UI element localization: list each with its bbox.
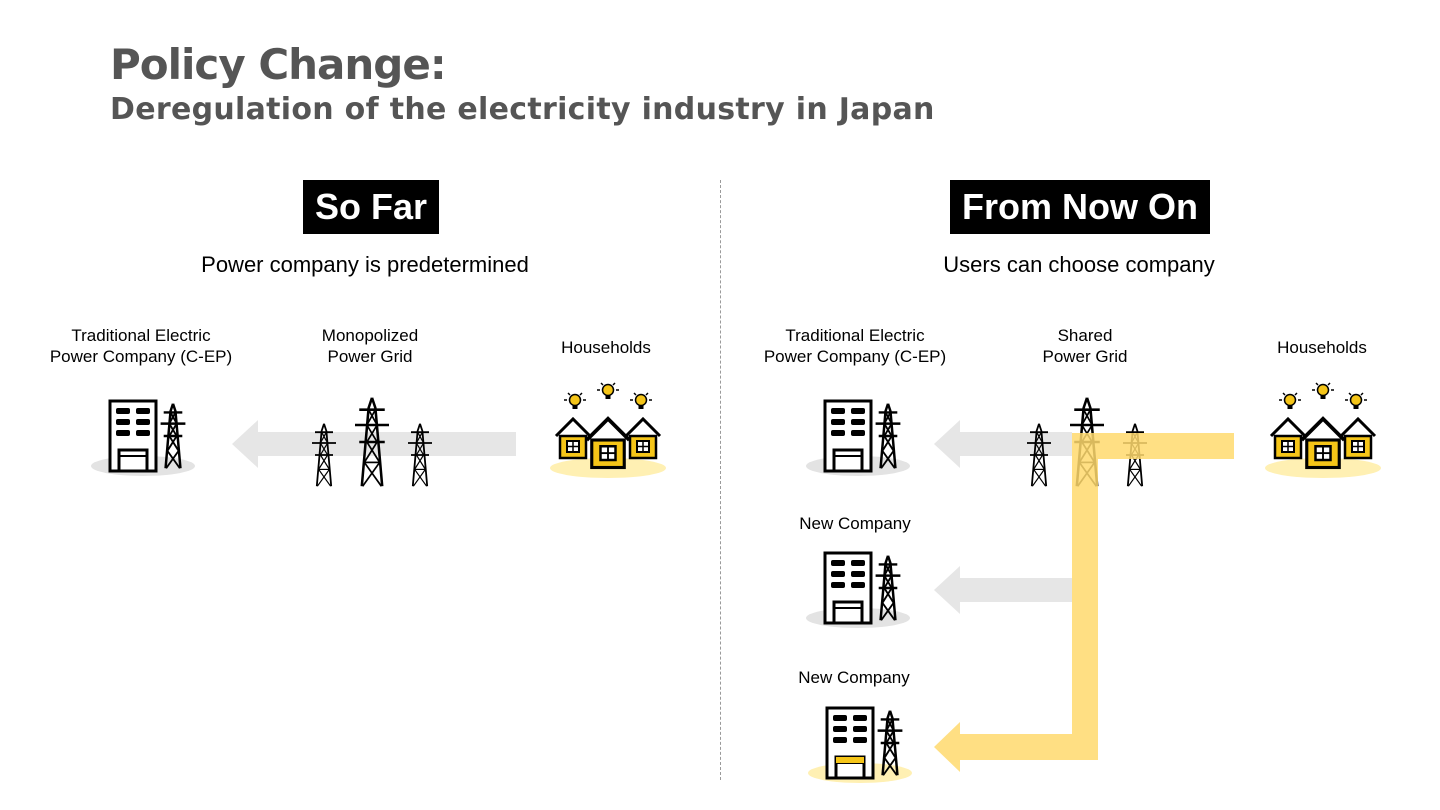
- left-company-label: Traditional Electric Power Company (C-EP…: [49, 326, 233, 366]
- from-now-on-badge: From Now On: [950, 180, 1210, 234]
- so-far-description: Power company is predetermined: [201, 252, 529, 277]
- left-households-icon: [550, 383, 666, 478]
- left-households-label: Households: [561, 338, 651, 357]
- right-company-label: Traditional Electric Power Company (C-EP…: [763, 326, 947, 366]
- page-title: Policy Change:: [110, 40, 447, 89]
- new-company-1-icon: [806, 551, 910, 628]
- new-company-2-label: New Company: [798, 668, 910, 687]
- so-far-badge: So Far: [303, 180, 440, 234]
- right-households-label: Households: [1277, 338, 1367, 357]
- section-divider: [720, 180, 721, 780]
- right-households-icon: [1265, 383, 1381, 478]
- new-company-2-icon: [808, 706, 912, 783]
- left-company-icon: [91, 399, 195, 476]
- right-traditional-company-icon: [806, 399, 910, 476]
- new-company-1-label: New Company: [799, 514, 911, 533]
- right-gray-arrow-top: [934, 420, 1072, 468]
- right-grid-label: Shared Power Grid: [1042, 326, 1128, 366]
- page-subtitle: Deregulation of the electricity industry…: [110, 92, 935, 127]
- left-grid-label: Monopolized Power Grid: [321, 326, 419, 366]
- from-now-on-description: Users can choose company: [943, 252, 1215, 277]
- right-yellow-arrow: [934, 433, 1234, 772]
- right-gray-arrow-middle: [934, 566, 1072, 614]
- left-gray-arrow: [232, 420, 516, 468]
